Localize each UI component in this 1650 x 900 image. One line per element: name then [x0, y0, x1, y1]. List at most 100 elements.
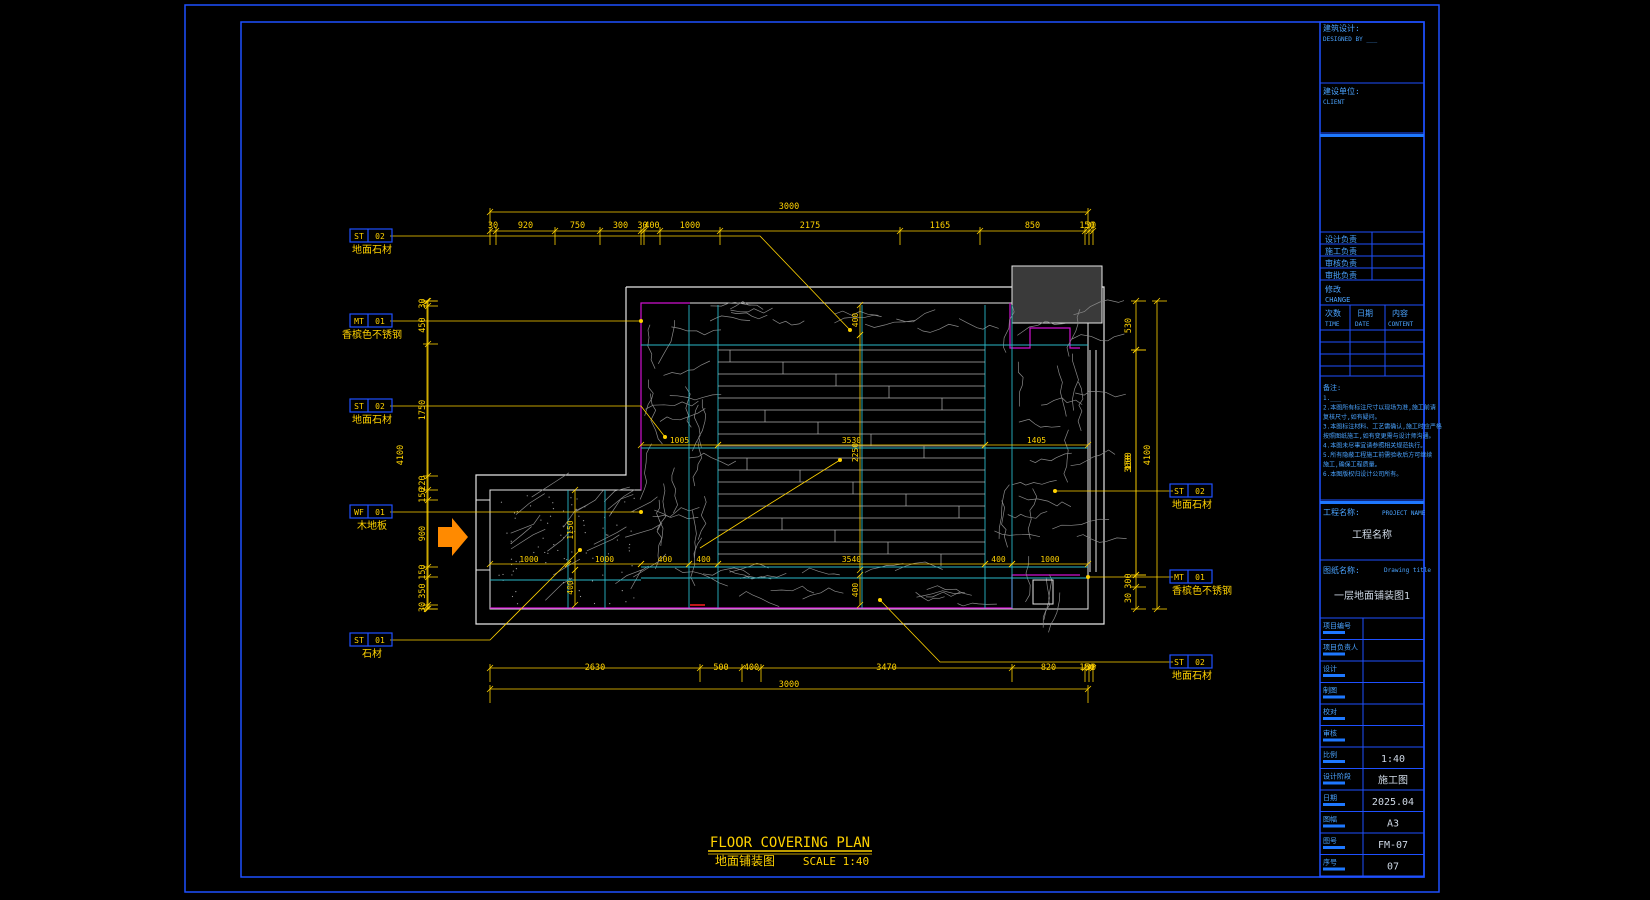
drawing-title-en: FLOOR COVERING PLAN [710, 835, 870, 851]
marble-speck [547, 522, 549, 524]
title-block: 建筑设计: DESIGNED BY ___ 建设单位: CLIENT 设计负责 … [1319, 21, 1442, 878]
tag-label: 地面石材 [1172, 498, 1212, 511]
tag-code: ST [354, 636, 364, 645]
marble-speck [607, 553, 610, 555]
marble-speck [511, 574, 513, 576]
marble-vein [510, 529, 546, 550]
marble-speck [563, 537, 565, 539]
tb-rev-h1: 次数 [1325, 308, 1341, 318]
marble-speck [562, 525, 564, 527]
marble-speck [526, 495, 528, 497]
tb-row-label: 设计 [1323, 664, 1337, 673]
tb-note-line: 施工,确保工程质量。 [1323, 461, 1381, 469]
tag-number: 02 [375, 402, 385, 411]
tag-code: ST [354, 232, 364, 241]
dim-label: 300 [613, 221, 628, 231]
leader-dot [1086, 575, 1090, 579]
marble-speck [544, 551, 546, 554]
marble-texture [498, 299, 1127, 633]
tb-row-value: A3 [1387, 819, 1399, 830]
leader-line [390, 405, 666, 438]
marble-vein [657, 320, 675, 364]
tag-label: 地面石材 [352, 243, 392, 256]
tb-row-label: 校对 [1323, 707, 1337, 716]
tb-sign-4: 审批负责 [1325, 270, 1357, 280]
marble-speck [605, 534, 607, 536]
marble-speck [631, 565, 633, 567]
marble-vein [1071, 333, 1125, 342]
dim-label: 150 [418, 564, 428, 579]
tag-code: ST [1174, 487, 1184, 496]
marble-vein [647, 324, 656, 369]
marble-speck [549, 515, 552, 517]
marble-speck [578, 590, 580, 592]
marble-vein [652, 514, 699, 519]
tag-code: ST [354, 402, 364, 411]
marble-vein [1063, 429, 1069, 483]
dim-label: 30 [1124, 593, 1134, 603]
marble-vein [515, 493, 545, 515]
tag-number: 02 [1195, 487, 1205, 496]
marble-vein [958, 318, 999, 330]
marble-speck [584, 532, 586, 534]
tb-row-value: 07 [1387, 862, 1399, 873]
dim-label: 300 [1124, 573, 1134, 588]
marble-vein [864, 563, 904, 573]
marble-vein [772, 319, 805, 326]
tb-drawing-label: 图纸名称: [1323, 565, 1360, 575]
marble-speck [602, 527, 604, 529]
dim-label: 30 [418, 298, 428, 308]
floor-plan [475, 265, 1127, 633]
marble-speck [576, 498, 578, 500]
tag-label: 香槟色不锈钢 [1172, 584, 1232, 597]
tag-number: 01 [375, 317, 385, 326]
marble-vein [1070, 449, 1116, 467]
dim-label: 1000 [680, 221, 700, 231]
marble-speck [625, 601, 627, 603]
marble-speck [537, 546, 539, 548]
marble-speck [510, 542, 512, 545]
marble-speck [633, 497, 635, 499]
tb-notes: 1.___2.本图所有标注尺寸以现场为准,施工前请 复核尺寸,如有疑问。3.本图… [1323, 395, 1442, 478]
marble-speck [553, 544, 555, 546]
leader-lines [390, 235, 1173, 663]
marble-speck [568, 523, 570, 525]
marble-speck [514, 517, 516, 519]
tb-drawing-en: Drawing title [1384, 567, 1431, 574]
dim-label: 3470 [876, 663, 896, 673]
marble-speck [533, 551, 535, 554]
tb-rev-h2: 日期 [1357, 309, 1373, 318]
marble-vein [729, 562, 769, 573]
marble-vein [1018, 495, 1072, 508]
marble-vein [563, 504, 588, 528]
marble-vein [633, 553, 667, 578]
marble-vein [1003, 304, 1015, 353]
room-boundary-left [640, 302, 690, 490]
leader-dot [639, 510, 643, 514]
dim-label-interior: 1005 [670, 436, 689, 445]
dim-label: 400 [744, 663, 759, 673]
tb-design-label: 建筑设计: [1323, 23, 1360, 33]
marble-speck [569, 577, 571, 579]
material-tag: ST 02 地面石材 [1169, 483, 1213, 511]
marble-speck [616, 524, 618, 526]
tb-row-value: FM-07 [1378, 840, 1408, 851]
tb-row-label: 项目负责人 [1323, 643, 1358, 652]
marble-vein [926, 585, 972, 596]
leader-dot [663, 435, 667, 439]
marble-vein [957, 602, 997, 607]
marble-vein [697, 495, 707, 540]
dim-label-interior: 1000 [519, 555, 538, 564]
marble-vein [593, 526, 627, 545]
marble-vein [691, 404, 701, 452]
marble-vein [639, 443, 652, 500]
marble-vein [730, 301, 764, 310]
marble-speck [562, 581, 565, 584]
dim-label-interior: 1000 [595, 555, 614, 564]
marble-speck [612, 559, 614, 562]
